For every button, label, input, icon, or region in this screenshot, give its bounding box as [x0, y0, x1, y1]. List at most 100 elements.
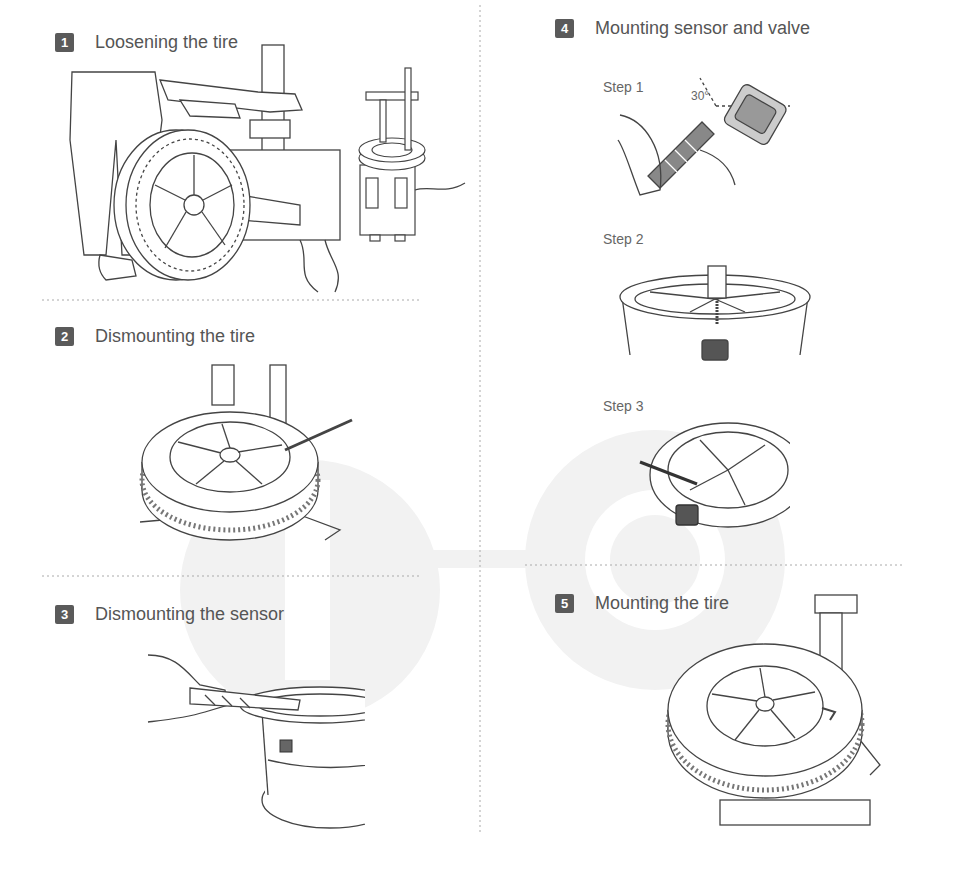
step-heading: 3 Dismounting the sensor [55, 604, 284, 625]
tire [822, 708, 835, 720]
substep-label: Step 1 [603, 79, 643, 95]
rim [716, 298, 719, 325]
step-heading: 1 Loosening the tire [55, 32, 238, 53]
step-title: Dismounting the sensor [95, 604, 284, 625]
tire-changer-machine [395, 235, 405, 241]
tire [150, 153, 234, 257]
tire [771, 710, 795, 738]
tire-changer-machine [395, 178, 407, 208]
tire [222, 424, 230, 448]
tire [712, 694, 757, 701]
tire-changer-machine [359, 68, 465, 241]
tire-changer-machine [212, 365, 234, 405]
tire [203, 185, 232, 200]
step-number: 1 [55, 33, 74, 52]
hand-with-tool [148, 655, 300, 722]
step-number: 4 [555, 19, 574, 38]
tire [220, 448, 240, 462]
tire [114, 130, 250, 280]
tire [707, 666, 823, 746]
step-heading: 2Dismounting the tire [55, 326, 255, 347]
tire-changer-machine [366, 178, 378, 208]
rim [715, 299, 745, 312]
tire-changer-machine [860, 740, 880, 775]
divider-line [42, 576, 422, 577]
hand-with-tool [205, 695, 250, 708]
tire [170, 422, 290, 492]
divider-line [525, 565, 905, 566]
sensor-with-valve [665, 140, 697, 172]
tire-changer-machine [300, 240, 318, 292]
tire-changer-machine [405, 68, 411, 150]
step-title: Mounting the tire [595, 593, 729, 614]
tire-changer-machine [380, 100, 386, 142]
sensor-with-valve [618, 115, 661, 195]
divider-line [42, 300, 422, 301]
tire [193, 155, 194, 195]
tire [136, 139, 244, 271]
technician-legs [180, 100, 240, 118]
rim [708, 266, 726, 298]
watermark [610, 515, 700, 605]
rim [702, 340, 728, 360]
rim [728, 445, 765, 470]
sensor-with-valve [722, 83, 788, 147]
valve-nut [280, 740, 292, 752]
tire-changer-machine [140, 365, 340, 540]
step-title: Mounting sensor and valve [595, 18, 810, 39]
tire [668, 644, 862, 776]
tire-changer-machine [720, 800, 870, 825]
sensor-with-valve [618, 78, 790, 195]
tire [142, 412, 352, 540]
tire [773, 692, 815, 700]
rim [262, 712, 268, 795]
technician-legs [99, 255, 136, 280]
tire-changer-machine [300, 515, 340, 540]
valve-nut [280, 740, 292, 752]
tire-changer-machine [359, 138, 425, 162]
step-title: Dismounting the tire [95, 326, 255, 347]
sensor-with-tool [640, 462, 698, 525]
rim [728, 470, 745, 505]
tire [196, 461, 224, 484]
tire [142, 412, 318, 512]
tire [238, 445, 282, 452]
step-title: Loosening the tire [95, 32, 238, 53]
rim [650, 292, 715, 299]
tire [756, 697, 774, 711]
tire-changer-machine [815, 595, 857, 613]
angle-label: 30° [691, 89, 709, 103]
rim [700, 440, 728, 470]
tire-changer-machine [325, 240, 338, 292]
tire-changer-machine [360, 165, 415, 235]
tire [184, 195, 204, 215]
rim [690, 470, 728, 490]
divider-line [480, 5, 481, 835]
sensor-with-valve [734, 94, 777, 135]
sensor-with-valve [700, 150, 735, 185]
tire [178, 442, 221, 453]
step-heading: 4 Mounting sensor and valve [555, 18, 810, 39]
tire [760, 668, 765, 697]
hand-with-tool [190, 688, 300, 710]
substep-label: Step 2 [603, 231, 643, 247]
sensor-with-tool [676, 505, 698, 525]
hand-with-tool [148, 655, 228, 722]
tire-changer-machine [415, 183, 465, 190]
step-number: 3 [55, 605, 74, 624]
tire [668, 644, 862, 798]
sensor-with-valve [722, 83, 788, 147]
rim [620, 266, 810, 360]
sensor-with-tool [640, 462, 697, 484]
tire [735, 710, 759, 740]
step-heading: 5Mounting the tire [555, 593, 729, 614]
tire [165, 212, 186, 248]
tire-changer-machine [250, 120, 290, 138]
tire [236, 461, 262, 484]
watermark [430, 550, 540, 568]
tire-changer-machine [370, 235, 380, 241]
tire [285, 420, 352, 450]
